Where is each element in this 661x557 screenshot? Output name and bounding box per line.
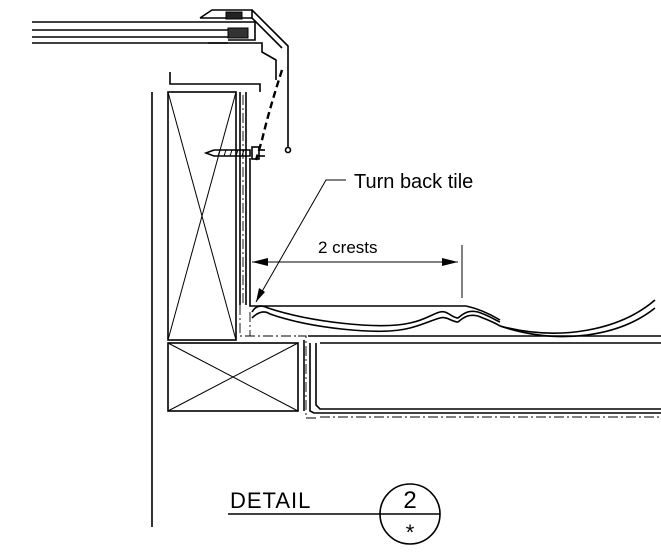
dimension-label: 2 crests [318,238,378,257]
detail-tag-sheet-ref: * [406,520,415,545]
seal-block-lower [227,27,249,39]
wall-framing [151,91,247,527]
seal-block-upper [225,11,243,20]
beam [298,335,661,419]
turn-back-leader: Turn back tile [255,171,473,303]
wall-capping [169,72,261,92]
detail-tag: DETAIL 2 * [228,483,441,545]
fixing-screw [203,146,265,160]
detail-tag-number: 2 [403,487,416,514]
upper-panel [32,9,292,161]
detail-tag-label: DETAIL [230,488,311,513]
lower-block [167,340,305,412]
turn-back-label: Turn back tile [354,171,473,193]
roof-tile-profile [251,299,656,338]
dimension-2-crests: 2 crests [252,238,463,298]
upstand-flashing [239,158,466,337]
